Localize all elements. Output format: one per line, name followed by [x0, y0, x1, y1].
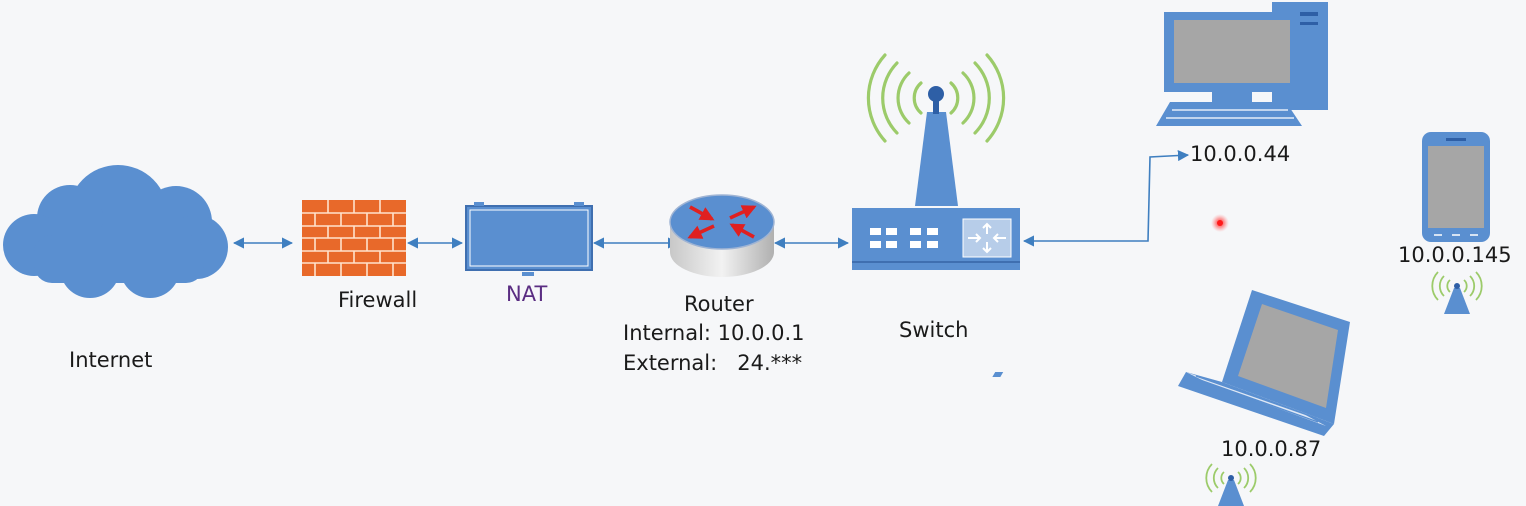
router-label: Router — [684, 292, 754, 316]
desktop-computer-icon — [1156, 2, 1328, 126]
desktop-ip-label: 10.0.0.44 — [1190, 142, 1291, 166]
phone-wifi-icon — [1431, 271, 1483, 314]
brick-wall-icon — [302, 200, 406, 276]
wifi-signal-icon — [866, 53, 1006, 143]
cloud-icon — [3, 165, 228, 298]
wireless-switch-icon — [852, 53, 1020, 270]
switch-label: Switch — [899, 318, 969, 342]
router-icon — [669, 194, 775, 277]
laptop-ip-label: 10.0.0.87 — [1221, 437, 1322, 461]
laptop-wifi-icon — [1205, 463, 1257, 506]
internet-label: Internet — [69, 348, 153, 372]
firewall-label: Firewall — [338, 288, 418, 312]
router-external-ip: External: 24.*** — [623, 351, 803, 375]
connection-links — [232, 149, 1190, 249]
nat-label: NAT — [506, 282, 548, 306]
link-switch-desktop — [1022, 149, 1190, 247]
phone-ip-label: 10.0.0.145 — [1398, 243, 1512, 267]
laptop-icon — [992, 290, 1350, 436]
router-internal-ip: Internal: 10.0.0.1 — [623, 321, 805, 345]
nat-device-icon — [465, 202, 593, 276]
smartphone-icon — [1422, 132, 1490, 242]
